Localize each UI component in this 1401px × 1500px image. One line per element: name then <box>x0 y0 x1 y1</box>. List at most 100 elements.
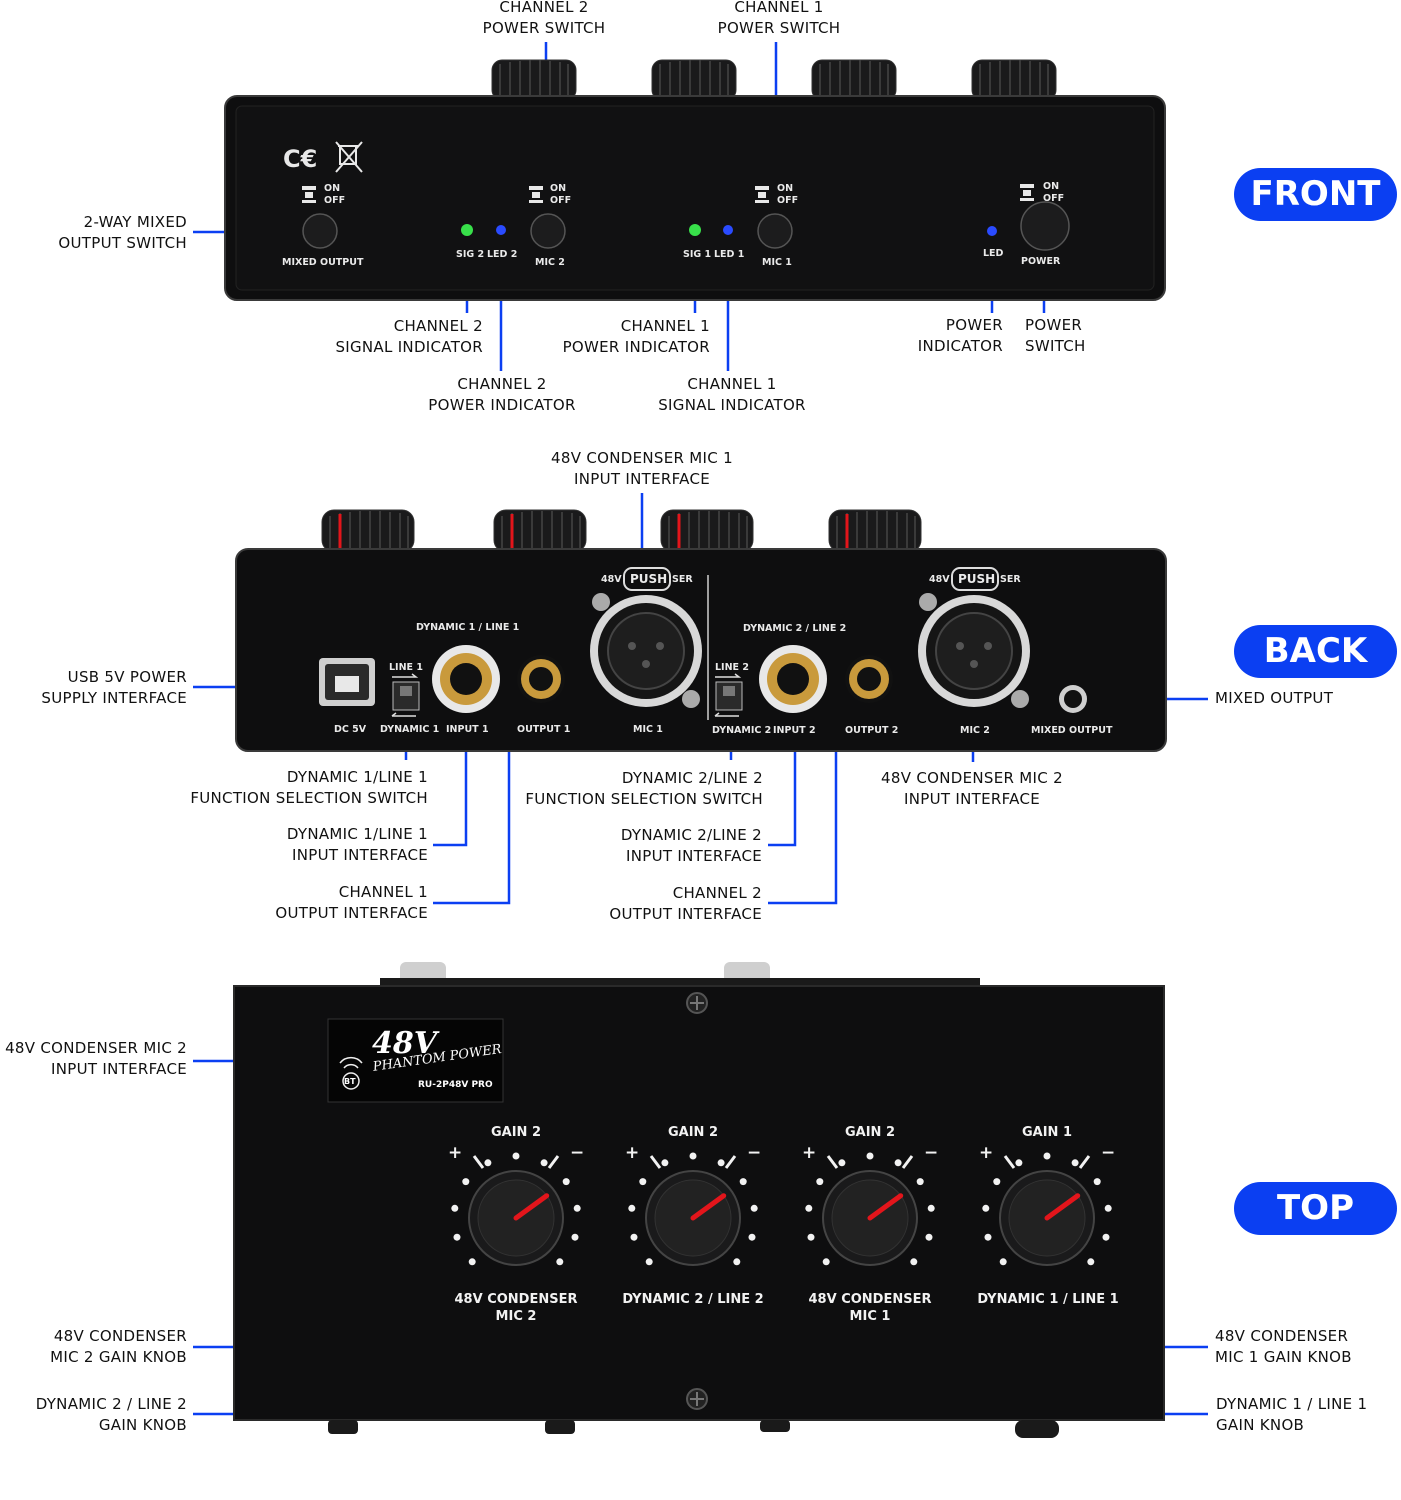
back-push-label: PUSH <box>958 572 996 586</box>
back-ser-label: SER <box>1000 574 1021 585</box>
knob-plus-mark: + <box>802 1143 817 1163</box>
knob-scale-dot <box>1015 1159 1023 1167</box>
knob-scale-dot <box>689 1152 697 1160</box>
knob-scale-dot <box>639 1178 647 1186</box>
knob-minus-mark: − <box>570 1143 585 1163</box>
knob-scale-dot <box>982 1204 990 1212</box>
knob-scale-dot <box>661 1159 669 1167</box>
back-output1-label: OUTPUT 1 <box>517 724 571 735</box>
front-off-label: OFF <box>324 195 346 206</box>
knob-scale-dot <box>910 1258 918 1266</box>
knob-minus-mark: − <box>1101 1143 1116 1163</box>
back-mixed-output-label: MIXED OUTPUT <box>1031 725 1113 736</box>
knob-plus-tick <box>1003 1155 1016 1169</box>
knob-scale-dot <box>1102 1233 1110 1241</box>
front-on-label: ON <box>777 183 794 194</box>
knob-scale-dot <box>1087 1258 1095 1266</box>
knob-plus-tick <box>649 1155 662 1169</box>
knob-scale-dot <box>733 1258 741 1266</box>
knob-minus-mark: − <box>747 1143 762 1163</box>
front-on-label: ON <box>324 183 341 194</box>
knob-gain-label: GAIN 2 <box>844 1125 896 1140</box>
front-led-label: LED <box>983 248 1004 259</box>
knob-scale-dot <box>1104 1204 1112 1212</box>
front-off-label: OFF <box>1043 193 1065 204</box>
knob-scale-dot <box>927 1204 935 1212</box>
knob-scale-dot <box>925 1233 933 1241</box>
knob-scale-dot <box>453 1233 461 1241</box>
back-48v-label: 48V <box>929 574 950 585</box>
back-line1-label: LINE 1 <box>389 662 423 673</box>
front-on-label: ON <box>550 183 567 194</box>
back-48v-label: 48V <box>601 574 622 585</box>
back-line2-label: LINE 2 <box>715 662 749 673</box>
knob-scale-dot <box>630 1233 638 1241</box>
knob-scale-dot <box>1043 1152 1051 1160</box>
badge-top: TOP <box>1234 1182 1397 1235</box>
front-on-label: ON <box>1043 181 1060 192</box>
svg-text:C€: C€ <box>283 145 317 173</box>
knob-scale-dot <box>816 1178 824 1186</box>
front-power-label: POWER <box>1021 256 1061 267</box>
back-dc5v-label: DC 5V <box>334 724 367 735</box>
knob-scale-dot <box>512 1152 520 1160</box>
knob-scale-dot <box>556 1258 564 1266</box>
back-dynamic1-label: DYNAMIC 1 <box>380 724 440 735</box>
knob-scale-dot <box>739 1178 747 1186</box>
knob-scale-dot <box>1093 1178 1101 1186</box>
front-sig2-label: SIG 2 <box>456 249 485 260</box>
back-ser-label: SER <box>672 574 693 585</box>
logo-bt: BT <box>344 1077 356 1086</box>
knob-plus-tick <box>826 1155 839 1169</box>
knob-pointer <box>867 1193 904 1221</box>
knob-scale-dot <box>894 1159 902 1167</box>
knob-name-label: DYNAMIC 1 / LINE 1 <box>977 1292 1119 1307</box>
knob-scale-dot <box>717 1159 725 1167</box>
back-dyn-line2-label: DYNAMIC 2 / LINE 2 <box>743 623 847 634</box>
knob-scale-dot <box>822 1258 830 1266</box>
knob-pointer <box>690 1193 727 1221</box>
knob-scale-dot <box>805 1204 813 1212</box>
knob-minus-tick <box>724 1155 737 1169</box>
knob-scale-dot <box>750 1204 758 1212</box>
logo-model: RU-2P48V PRO <box>418 1080 493 1090</box>
front-off-label: OFF <box>777 195 799 206</box>
front-led2-label: LED 2 <box>487 249 518 260</box>
back-push-label: PUSH <box>630 572 668 586</box>
knob-scale-dot <box>628 1204 636 1212</box>
knob-scale-dot <box>807 1233 815 1241</box>
back-output2-label: OUTPUT 2 <box>845 725 899 736</box>
knob-gain-label: GAIN 2 <box>667 1125 719 1140</box>
knob-scale-dot <box>838 1159 846 1167</box>
knob-pointer <box>1044 1193 1081 1221</box>
back-input2-label: INPUT 2 <box>773 725 816 736</box>
knob-name-label: DYNAMIC 2 / LINE 2 <box>622 1292 764 1307</box>
front-mixed-output-label: MIXED OUTPUT <box>282 257 364 268</box>
knob-scale-dot <box>573 1204 581 1212</box>
back-dynamic2-label: DYNAMIC 2 <box>712 725 772 736</box>
knob-scale-dot <box>999 1258 1007 1266</box>
knob-plus-mark: + <box>625 1143 640 1163</box>
